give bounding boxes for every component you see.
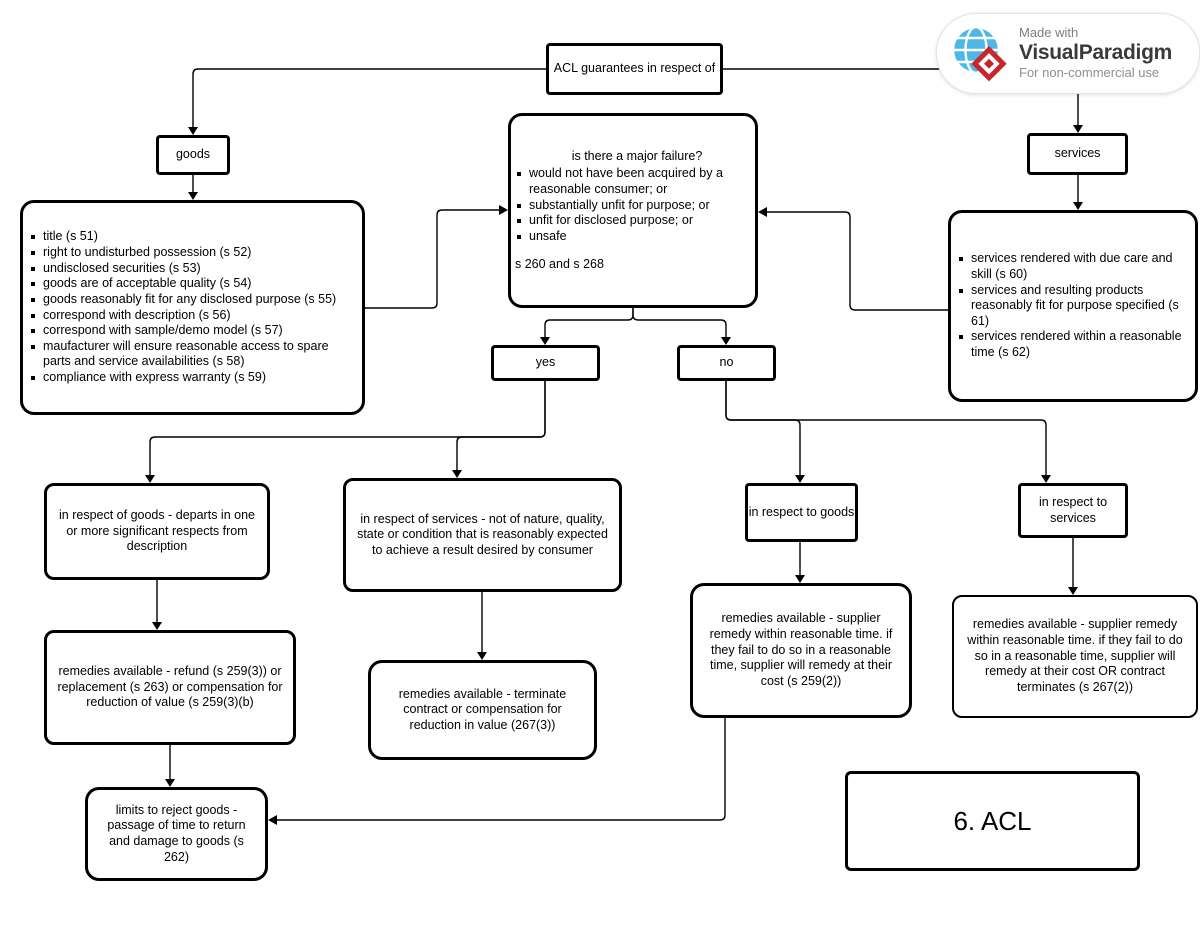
services-guarantees-list: services rendered with due care and skil… [957,251,1185,360]
watermark-brand: VisualParadigm [1019,41,1172,65]
goods-guarantees-list: title (s 51) right to undisturbed posses… [29,229,352,385]
node-goods-guarantees: title (s 51) right to undisturbed posses… [20,200,365,415]
watermark-made-with: Made with [1019,25,1079,41]
node-no: no [677,345,776,381]
connector-minor-goods-to-remedy [795,542,805,583]
node-services-guarantees: services rendered with due care and skil… [948,210,1198,402]
connector-services-guarantees-to-major-failure [758,207,948,311]
list-item: substantially unfit for purpose; or [515,198,747,214]
list-item: goods are of acceptable quality (s 54) [29,276,352,292]
node-goods: goods [156,135,230,175]
watermark-license: For non-commercial use [1019,64,1160,80]
major-failure-list: would not have been acquired by a reason… [515,166,747,244]
connector-no-to-minor-services [725,381,1051,483]
connector-yes-to-major-services [452,381,546,478]
connector-no-to-minor-goods [725,381,805,483]
list-item: goods reasonably fit for any disclosed p… [29,292,352,308]
node-yes: yes [491,345,600,381]
connector-root-to-goods [188,68,546,135]
list-item: compliance with express warranty (s 59) [29,370,352,386]
connector-remedy-refund-to-limits [165,745,175,787]
major-failure-title: is there a major failure? [571,148,703,163]
connector-major-failure-to-no [632,308,731,345]
watermark-brand-paradigm: Paradigm [1078,41,1173,65]
connector-minor-services-to-remedy [1068,538,1078,595]
list-item: correspond with description (s 56) [29,308,352,324]
connector-major-services-to-remedy [477,592,487,660]
node-major-failure-question: is there a major failure? would not have… [508,113,758,308]
major-failure-sections: s 260 and s 268 [515,256,604,271]
list-item: correspond with sample/demo model (s 57) [29,323,352,339]
connector-services-to-services-guarantees [1073,175,1083,210]
connector-major-goods-to-remedy [152,580,162,630]
connector-goods-to-goods-guarantees [188,175,198,200]
node-remedies-supplier-goods: remedies available - supplier remedy wit… [690,583,912,718]
node-remedies-refund: remedies available - refund (s 259(3)) o… [44,630,296,745]
watermark-brand-visual: Visual [1019,41,1079,65]
list-item: title (s 51) [29,229,352,245]
list-item: services rendered within a reasonable ti… [957,329,1185,360]
connector-goods-guarantees-to-major-failure [365,205,508,309]
list-item: undisclosed securities (s 53) [29,261,352,277]
list-item: unfit for disclosed purpose; or [515,213,747,229]
node-in-respect-to-services: in respect to services [1018,483,1128,538]
node-limits-to-reject-goods: limits to reject goods - passage of time… [85,787,268,881]
connector-remedy-supplier-to-limits [268,718,726,825]
node-services: services [1027,133,1128,175]
list-item: services rendered with due care and skil… [957,251,1185,282]
connector-major-failure-to-yes [540,308,634,345]
node-in-respect-to-goods: in respect to goods [745,483,858,542]
visual-paradigm-watermark[interactable]: Made with VisualParadigm For non-commerc… [936,13,1200,94]
list-item: maufacturer will ensure reasonable acces… [29,339,352,370]
list-item: unsafe [515,229,747,245]
node-acl-guarantees: ACL guarantees in respect of [546,43,723,95]
list-item: right to undisturbed possession (s 52) [29,245,352,261]
node-remedies-supplier-services: remedies available - supplier remedy wit… [952,595,1198,718]
node-page-title-acl: 6. ACL [845,771,1140,871]
node-remedies-terminate-contract: remedies available - terminate contract … [368,660,597,760]
visual-paradigm-logo-icon [951,25,1007,82]
node-major-failure-goods: in respect of goods - departs in one or … [44,483,270,580]
node-major-failure-services: in respect of services - not of nature, … [343,478,622,592]
list-item: would not have been acquired by a reason… [515,166,747,197]
list-item: services and resulting products reasonab… [957,283,1185,330]
